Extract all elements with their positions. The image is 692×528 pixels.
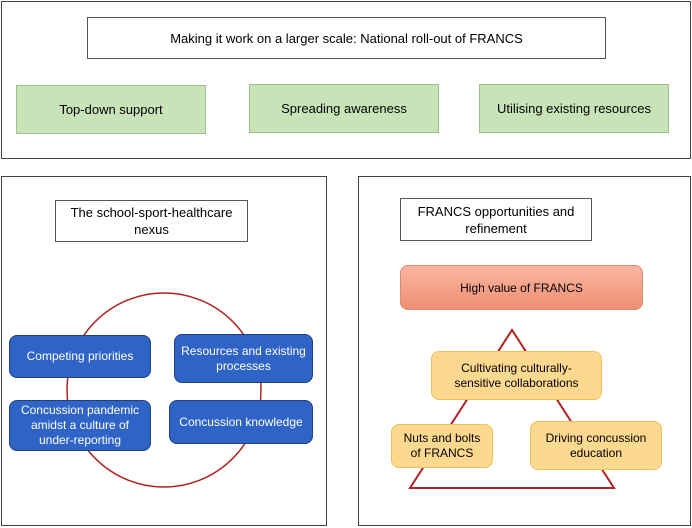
node-concussion-pandemic: Concussion pandemic amidst a culture of … bbox=[9, 400, 151, 451]
node-concussion-knowledge: Concussion knowledge bbox=[169, 400, 313, 444]
node-high-value-of-francs: High value of FRANCS bbox=[400, 265, 643, 310]
theme-utilising-existing-resources: Utilising existing resources bbox=[479, 84, 669, 133]
refinement-triangle-outline bbox=[408, 328, 616, 489]
theme-spreading-awareness: Spreading awareness bbox=[249, 84, 439, 133]
node-driving-concussion-education: Driving concussion education bbox=[530, 421, 662, 470]
nexus-circle-outline bbox=[66, 292, 262, 488]
right-panel-title: FRANCS opportunities and refinement bbox=[400, 198, 592, 241]
top-panel-title: Making it work on a larger scale: Nation… bbox=[87, 17, 606, 59]
node-resources-existing-processes: Resources and existing processes bbox=[174, 334, 313, 383]
left-panel-title: The school-sport-healthcare nexus bbox=[55, 200, 248, 242]
node-nuts-and-bolts: Nuts and bolts of FRANCS bbox=[391, 424, 493, 468]
theme-top-down-support: Top-down support bbox=[16, 85, 206, 134]
node-competing-priorities: Competing priorities bbox=[9, 335, 151, 378]
node-cultivating-collaborations: Cultivating culturally-sensitive collabo… bbox=[431, 351, 602, 400]
